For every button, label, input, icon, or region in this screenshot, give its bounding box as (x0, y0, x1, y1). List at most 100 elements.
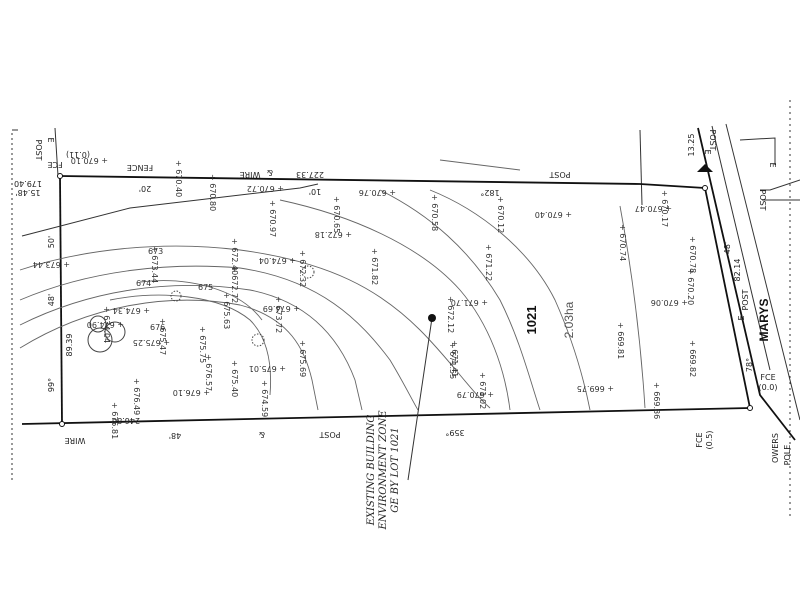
north-10-label: 10' (309, 187, 321, 196)
scan-edges (11, 100, 791, 520)
spot-height: + 671.70 (451, 298, 488, 307)
note-line-2: ENVIRONMENT ZONE (378, 410, 389, 531)
spot-height: + 669.82 (688, 340, 697, 377)
east-boundary-line (704, 187, 751, 409)
east-fce-value: (0.0) (759, 383, 778, 392)
spot-height: + 671.55 (448, 342, 457, 379)
sw-angle: 15.48' (15, 188, 40, 197)
spot-height: + 674.59 (260, 380, 269, 417)
spot-height: + 673.44 (33, 260, 70, 269)
north-arrow-icon (697, 164, 713, 172)
spot-height: + 671.22 (484, 244, 493, 281)
spot-height: + 675.75 (198, 326, 207, 363)
spot-height: + 671.82 (370, 248, 379, 285)
annotation-leader (407, 314, 436, 481)
west-angle-mid: 48' (47, 294, 56, 306)
edge-pole-label: POLE (783, 445, 792, 466)
lot-area: 2.03ha (562, 301, 576, 338)
spot-height: + 674.90 (87, 320, 124, 329)
spot-height: + 675.63 (222, 292, 231, 329)
spot-height: + 670.72 (247, 184, 284, 193)
south-and-label: & (259, 430, 265, 439)
spot-height: + 670.74 (618, 224, 627, 261)
east-angle-bottom: 78° (745, 358, 754, 372)
east-fce-label: FCE (760, 373, 775, 382)
spot-height: + 675.40 (230, 360, 239, 397)
fence-line (21, 183, 319, 237)
ne-distance: 13.25 (687, 134, 696, 157)
ne-e-label: E (703, 149, 712, 154)
contour-label: 674 (136, 279, 151, 288)
nw-e-label: E (46, 137, 55, 142)
north-20-label: 20' (139, 184, 151, 193)
spot-height: + 672.32 (298, 250, 307, 287)
east-e2-label: E (768, 162, 777, 167)
nw-post-label: POST (34, 139, 43, 160)
spot-height: + 675.81 (110, 402, 119, 439)
spot-height: + 670.80 (208, 174, 217, 211)
spot-height: + 671.41 (450, 340, 459, 377)
spot-height: + 670.40 (535, 210, 572, 219)
spot-height: + 670.79 (457, 390, 494, 399)
east-post-label: POST (741, 289, 750, 310)
spot-height: + 669.75 (577, 384, 614, 393)
spot-height: + 676.49 (132, 378, 141, 415)
road-lines (639, 123, 800, 441)
east-distance: 82.14 (733, 259, 742, 282)
south-angle: 48' (169, 431, 181, 440)
south-boundary-line (21, 407, 751, 425)
spot-height: + 672.12 (446, 296, 455, 333)
spot-height: + 670.65 (332, 196, 341, 233)
handwritten-note: EXISTING BUILDING ENVIRONMENT ZONE GE BY… (366, 410, 401, 531)
south-post-label: POST (319, 430, 340, 439)
south-bearing: 359° (445, 428, 464, 437)
spot-height: + 670.58 (430, 194, 439, 231)
lot-number: 1021 (524, 306, 539, 335)
west-angle-top: 50' (47, 236, 56, 248)
east-angle: 48' (723, 242, 732, 254)
north-boundary-line (59, 175, 706, 189)
spot-height: + 675.25 (133, 338, 170, 347)
spot-height: + 669.81 (616, 322, 625, 359)
contour-label: 676 (150, 323, 165, 332)
spot-height: + 670.78 (688, 236, 697, 273)
spot-height: + 669.86 (652, 382, 661, 419)
spot-height: + 670.76 (359, 188, 396, 197)
street-name: MARYS (757, 299, 771, 342)
west-distance: 89.39 (65, 334, 74, 357)
spot-height: + 674.04 (259, 256, 296, 265)
spot-height: + 674.04 (102, 306, 111, 343)
spot-height: + 672.18 (315, 230, 352, 239)
ne-post2-label: POST (758, 189, 767, 210)
spot-height: + 670.10 (71, 156, 108, 165)
spot-height: + 676.10 (173, 388, 210, 397)
north-and-label: & (267, 168, 273, 177)
spot-heights: + 670.10 + 670.40 + 670.80 + 670.72 + 670.97… (33, 156, 697, 439)
spot-height: + 674.34 (113, 306, 150, 315)
contour-lines (19, 159, 646, 411)
spot-height: + 670.47 (635, 204, 672, 213)
spot-height: + 670.97 (268, 200, 277, 237)
top-post-label: POST (549, 170, 570, 179)
se-fce-value: (0.5) (705, 431, 714, 450)
spot-height: + 673.44 (150, 246, 159, 283)
spot-height: + 675.69 (298, 340, 307, 377)
west-fce-value: (0.11) (66, 150, 90, 159)
west-angle-bottom: 99° (47, 378, 56, 392)
spot-height: + 671.02 (478, 372, 487, 409)
ne-post-label: POST (708, 129, 717, 150)
spot-height: + 670.17 (660, 190, 669, 227)
spot-height: + 675.01 (249, 364, 286, 373)
note-line-3: GE BY LOT 1021 (390, 427, 401, 513)
lot-boundary (21, 127, 753, 427)
spot-height: + 670.12 (496, 196, 505, 233)
spot-height: + 673.72 (274, 296, 283, 333)
spot-height: + 675.47 (158, 318, 167, 355)
edge-owers-label: OWERS (771, 433, 780, 463)
contour-label: 675 (198, 283, 213, 292)
south-wire-label: WIRE (65, 436, 86, 445)
spot-height: + 670.06 (651, 298, 688, 307)
contour-label: 673 (148, 247, 163, 256)
spot-height: + 676.57 (204, 354, 213, 391)
